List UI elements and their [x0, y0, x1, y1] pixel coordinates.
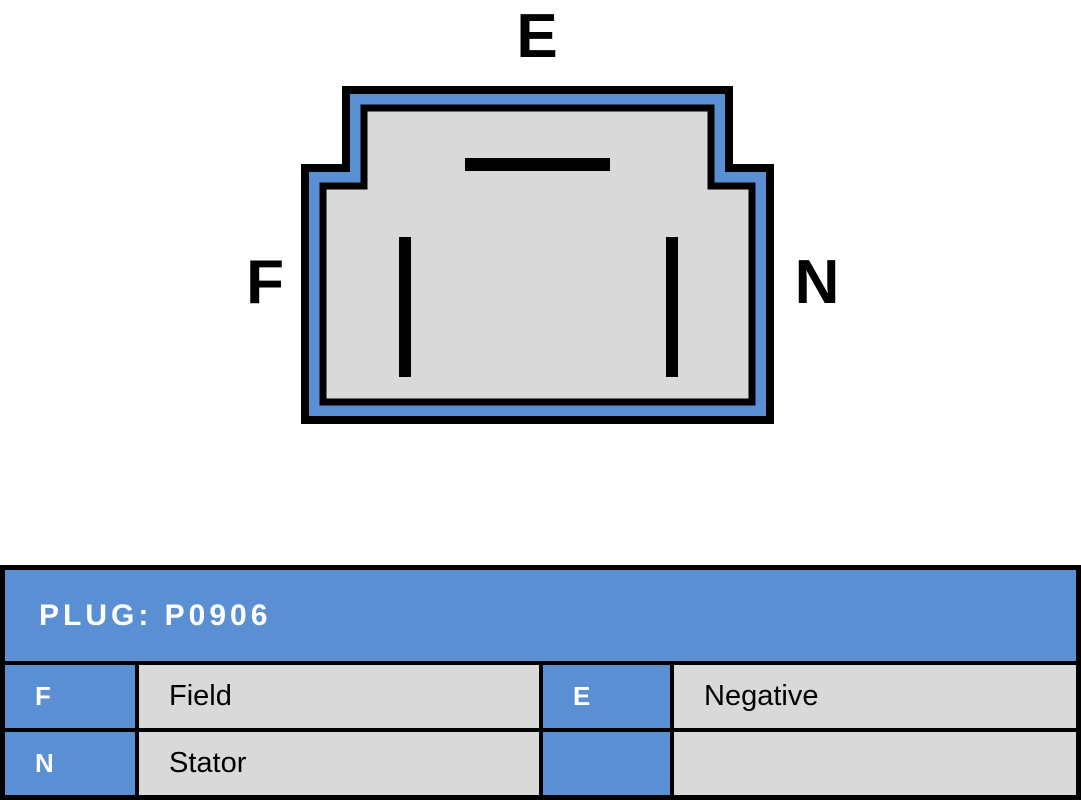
table-row: F Field E Negative — [5, 665, 1076, 728]
pin-function-cell: Stator — [139, 732, 539, 795]
plug-table: PLUG: P0906 F Field E Negative N Stator — [0, 565, 1081, 800]
pin-code-cell: N — [5, 732, 135, 795]
pin-function-cell — [674, 732, 1076, 795]
connector-inner-housing — [319, 104, 756, 406]
pin-code-cell — [543, 732, 670, 795]
connector-shape — [301, 86, 774, 424]
pin-label-n: N — [794, 248, 840, 317]
plug-table-header: PLUG: P0906 — [5, 570, 1076, 661]
terminal-slot-right-icon — [666, 237, 678, 377]
table-row: N Stator — [5, 732, 1076, 795]
pin-code-cell: F — [5, 665, 135, 728]
pin-label-e: E — [516, 2, 558, 71]
pin-function-cell: Field — [139, 665, 539, 728]
pin-label-f: F — [246, 248, 284, 317]
pin-code-cell: E — [543, 665, 670, 728]
plug-title: PLUG: P0906 — [39, 598, 272, 632]
terminal-slot-left-icon — [399, 237, 411, 377]
terminal-slot-top-icon — [465, 158, 610, 171]
connector-diagram — [295, 80, 780, 430]
pin-function-cell: Negative — [674, 665, 1076, 728]
